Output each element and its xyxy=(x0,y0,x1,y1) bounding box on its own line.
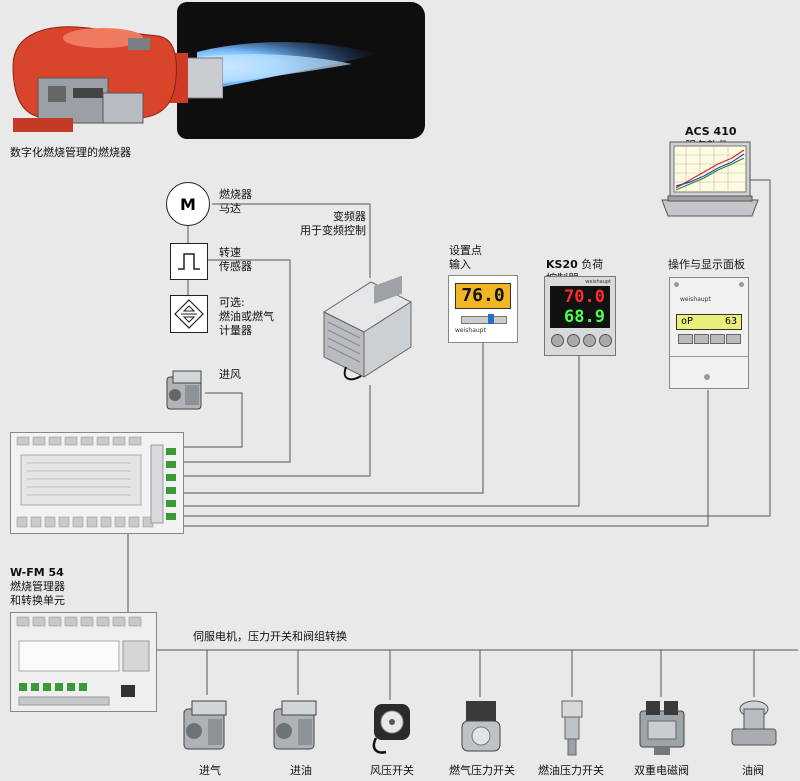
intake-servo-icon xyxy=(163,367,207,413)
setpoint-slider xyxy=(461,314,507,324)
bus-label: 伺服电机，压力开关和阀组转换 xyxy=(193,630,347,643)
ks20-name: KS20 xyxy=(546,258,578,271)
panel-display-right: 63 xyxy=(724,316,737,327)
motor-symbol-letter: M xyxy=(180,194,196,214)
ks20-brand: weishaupt xyxy=(585,279,611,285)
panel-buttons xyxy=(678,334,741,346)
panel-display: oP 63 xyxy=(676,314,742,330)
setpoint-label: 设置点 输入 xyxy=(449,244,482,271)
ks20-device: weishaupt 70.0 68.9 xyxy=(544,276,616,356)
meter-label: 可选: 燃油或燃气 计量器 xyxy=(219,296,274,337)
bottom-label-6: 油阀 xyxy=(742,764,764,777)
burner-manager-board xyxy=(10,432,184,534)
wfm-name: W-FM 54 xyxy=(10,566,64,579)
inverter-label: 变频器 用于变频控制 xyxy=(300,210,366,237)
intake-label: 进风 xyxy=(219,368,241,381)
oil-valve-icon xyxy=(728,697,780,759)
ks20-buttons xyxy=(551,334,612,348)
ks20-value-bottom: 68.9 xyxy=(564,307,605,327)
bottom-label-1: 进油 xyxy=(290,764,312,777)
oil-servo-icon xyxy=(270,695,324,755)
gas-pressure-switch-icon xyxy=(456,697,506,759)
speed-sensor-icon xyxy=(170,243,208,280)
air-pressure-switch-icon xyxy=(366,700,416,756)
panel-display-left: oP xyxy=(681,316,694,327)
acs-name: ACS 410 xyxy=(685,125,737,138)
motor-label: 燃烧器 马达 xyxy=(219,188,252,215)
inverter-device xyxy=(316,272,416,384)
wfm-sub: 燃烧管理器 和转换单元 xyxy=(10,580,65,607)
wfm-label: W-FM 54 燃烧管理器 和转换单元 xyxy=(10,552,65,622)
ks20-value-top: 70.0 xyxy=(564,287,605,307)
setpoint-display: 76.0 xyxy=(455,283,511,309)
panel-brand: weishaupt xyxy=(680,296,711,303)
bottom-label-2: 风压开关 xyxy=(370,764,414,777)
bottom-label-3: 燃气压力开关 xyxy=(449,764,515,777)
bottom-label-4: 燃油压力开关 xyxy=(538,764,604,777)
speed-sensor-label: 转速 传感器 xyxy=(219,246,252,273)
bottom-label-0: 进气 xyxy=(199,764,221,777)
setpoint-brand: weishaupt xyxy=(455,327,486,334)
double-solenoid-valve-icon xyxy=(634,697,690,759)
panel-device: weishaupt oP 63 xyxy=(669,277,749,389)
setpoint-value: 76.0 xyxy=(461,285,505,306)
wfm54-device xyxy=(10,612,157,712)
burner-icon xyxy=(8,8,224,144)
panel-label: 操作与显示面板 xyxy=(668,258,745,271)
oil-pressure-switch-icon xyxy=(554,697,590,759)
flame-icon xyxy=(197,42,377,92)
motor-symbol: M xyxy=(166,182,210,226)
laptop-icon xyxy=(660,140,760,220)
bottom-label-5: 双重电磁阀 xyxy=(634,764,689,777)
ks20-display: 70.0 68.9 xyxy=(550,286,610,328)
burner-caption: 数字化燃烧管理的燃烧器 xyxy=(10,146,131,159)
setpoint-device: 76.0 weishaupt xyxy=(448,275,518,343)
gas-servo-icon xyxy=(180,695,234,755)
meter-icon xyxy=(170,295,208,333)
